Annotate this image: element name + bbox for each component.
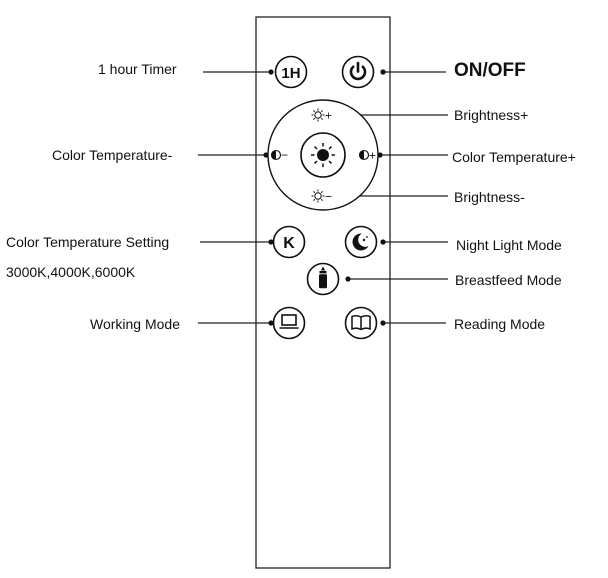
brightness-down-button[interactable]: − [311, 189, 333, 204]
open-book-icon [351, 315, 371, 331]
breastfeed-button[interactable] [306, 262, 340, 296]
label-brightness-down: Brightness- [454, 189, 525, 205]
working-mode-button[interactable] [272, 306, 306, 340]
ct-minus-glyph: − [281, 148, 288, 162]
ct-plus-glyph: + [369, 149, 376, 163]
label-reading: Reading Mode [454, 316, 546, 332]
k-letter-icon: K [283, 235, 295, 252]
sun-icon [311, 143, 335, 167]
label-ct-down: Color Temperature- [52, 147, 173, 163]
label-breastfeed: Breastfeed Mode [455, 272, 562, 288]
label-brightness-up: Brightness+ [454, 107, 529, 123]
color-temp-down-button[interactable]: − [270, 148, 289, 162]
label-onoff: ON/OFF [454, 60, 526, 81]
power-icon [349, 61, 367, 81]
label-ct-up: Color Temperature+ [452, 149, 576, 165]
sun-small-icon [311, 189, 325, 203]
label-working: Working Mode [90, 316, 181, 332]
moon-stars-icon [352, 233, 369, 251]
label-night: Night Light Mode [456, 237, 562, 253]
label-ct-values: 3000K,4000K,6000K [6, 264, 136, 280]
laptop-icon [279, 314, 299, 329]
reading-mode-button[interactable] [344, 306, 378, 340]
color-temp-up-button[interactable]: + [358, 149, 377, 163]
label-timer: 1 hour Timer [98, 61, 177, 77]
center-sun-button[interactable] [300, 132, 346, 178]
brightness-plus-glyph: + [325, 109, 332, 123]
half-circle-plus-icon [358, 149, 370, 161]
brightness-up-button[interactable]: + [311, 108, 333, 123]
label-ct-setting: Color Temperature Setting [6, 234, 170, 250]
sun-small-icon [311, 108, 325, 122]
power-button[interactable] [341, 55, 375, 89]
timer-1h-icon: 1H [281, 65, 300, 82]
k-button[interactable]: K [272, 225, 306, 259]
timer-button[interactable]: 1H [274, 55, 308, 89]
night-light-button[interactable] [344, 225, 378, 259]
baby-bottle-icon [319, 266, 327, 289]
brightness-minus-glyph: − [325, 190, 332, 204]
half-circle-minus-icon [270, 149, 282, 161]
